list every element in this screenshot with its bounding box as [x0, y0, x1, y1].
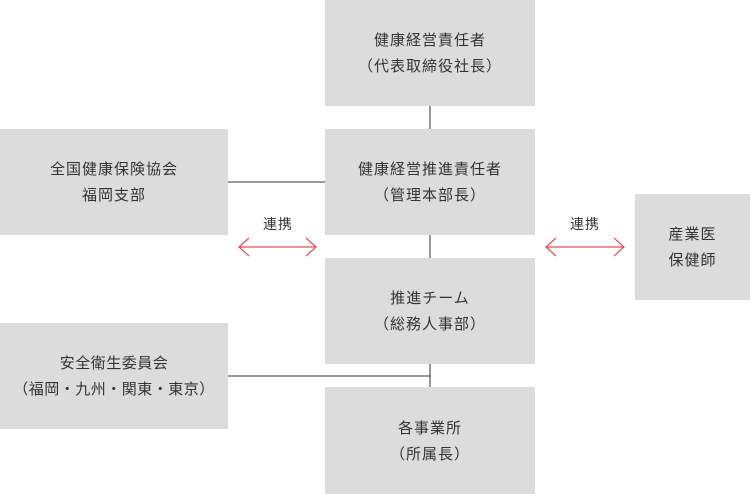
- node-committee-line1: 安全衛生委員会: [59, 354, 169, 372]
- node-committee-line2: （福岡・九州・関東・東京）: [13, 380, 215, 398]
- node-promoter-line1: 健康経営推進責任者: [357, 160, 502, 178]
- node-doctor: 産業医 保健師: [635, 194, 750, 300]
- node-promoter-line2: （管理本部長）: [373, 186, 486, 204]
- node-team-line1: 推進チーム: [390, 289, 470, 307]
- node-offices: 各事業所 （所属長）: [325, 387, 535, 494]
- node-kyokai-line1: 全国健康保険協会: [49, 160, 178, 178]
- node-kyokai: 全国健康保険協会 福岡支部: [0, 129, 228, 235]
- node-offices-line1: 各事業所: [397, 418, 462, 437]
- node-top: 健康経営責任者 （代表取締役社長）: [325, 0, 535, 106]
- node-top-line1: 健康経営責任者: [373, 31, 486, 49]
- node-kyokai-line2: 福岡支部: [81, 186, 146, 204]
- link-label-right: 連携: [570, 217, 600, 233]
- node-team-line2: （総務人事部）: [373, 315, 486, 333]
- node-committee: 安全衛生委員会 （福岡・九州・関東・東京）: [0, 323, 228, 429]
- double-arrow-left: [238, 237, 317, 257]
- node-doctor-line1: 産業医: [668, 225, 717, 243]
- node-top-line2: （代表取締役社長）: [357, 57, 502, 75]
- node-doctor-line2: 保健師: [668, 251, 717, 269]
- node-team: 推進チーム （総務人事部）: [325, 258, 535, 364]
- link-label-left: 連携: [263, 217, 293, 233]
- node-promoter: 健康経営推進責任者 （管理本部長）: [325, 129, 535, 235]
- node-offices-line2: （所属長）: [389, 444, 470, 463]
- double-arrow-right: [545, 237, 625, 257]
